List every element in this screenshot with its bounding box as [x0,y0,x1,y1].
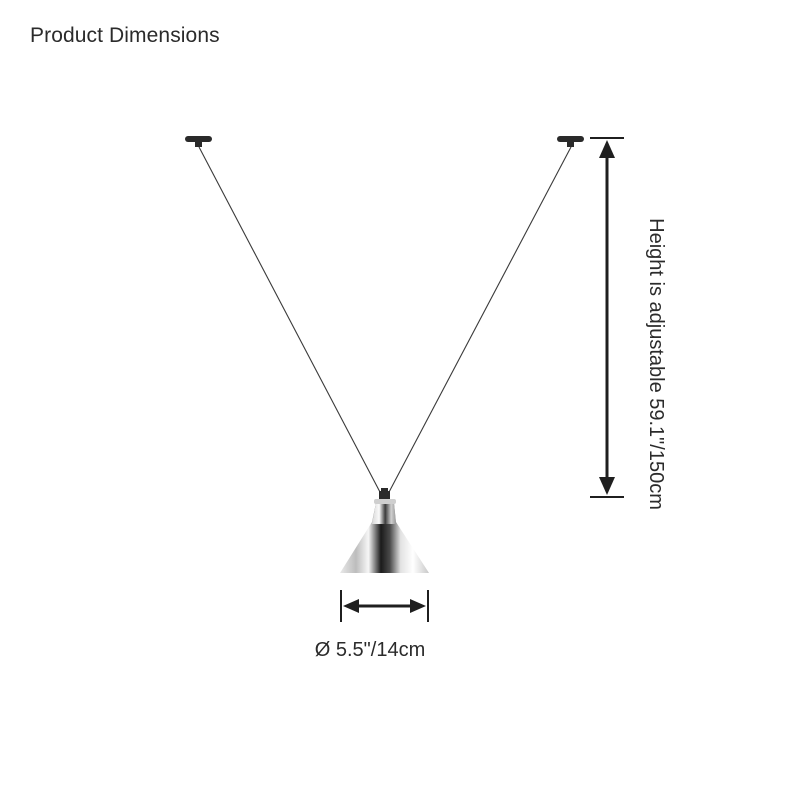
right-ceiling-canopy [557,136,584,147]
page-title: Product Dimensions [30,24,220,47]
pendant-lamp-shade [340,488,429,573]
height-label: Height is adjustable 59.1"/150cm [645,218,667,510]
left-suspension-wire [198,146,382,495]
diameter-label: Ø 5.5"/14cm [315,639,425,661]
height-dimension-arrow [590,137,624,498]
right-suspension-wire [387,146,572,495]
diameter-dimension-arrow [340,590,429,622]
left-ceiling-canopy [185,136,212,147]
